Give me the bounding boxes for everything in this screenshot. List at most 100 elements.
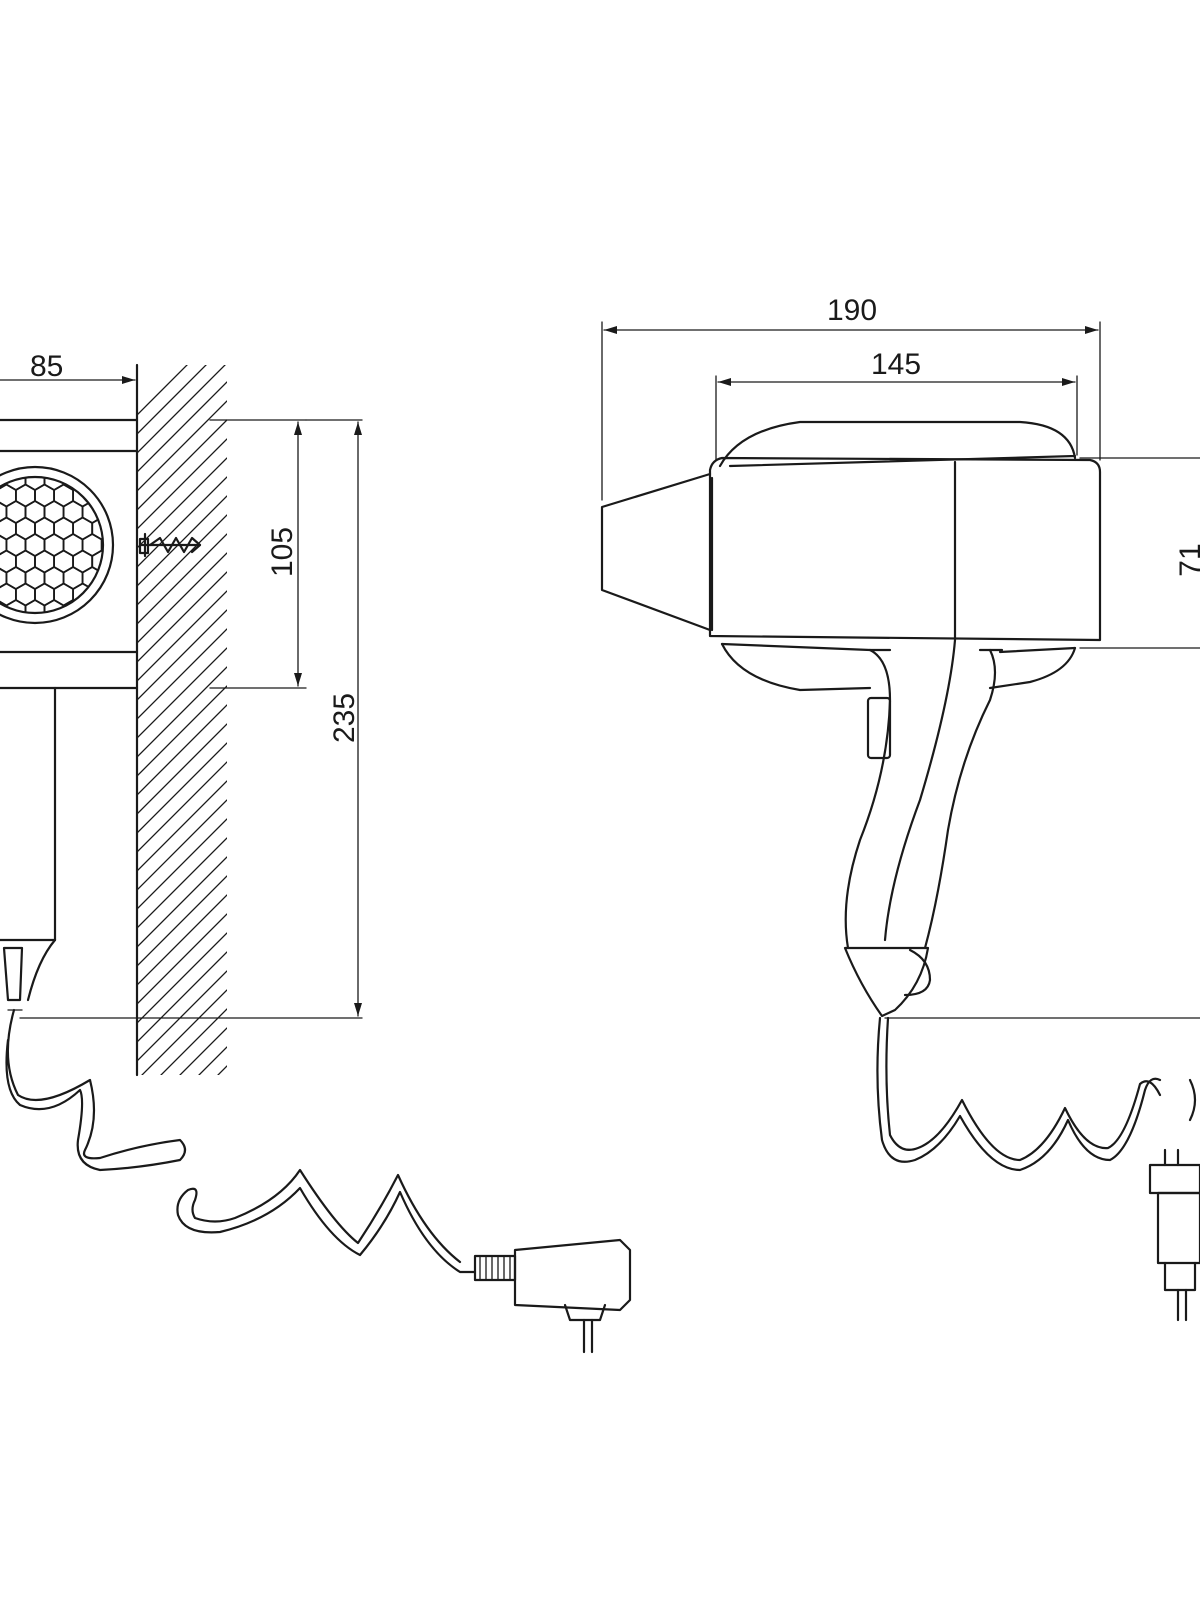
honeycomb-cell — [64, 435, 83, 457]
hatch-line — [137, 476, 227, 568]
hatch-line — [137, 685, 227, 777]
honeycomb-cell — [100, 532, 103, 558]
hatch-line — [137, 400, 227, 492]
honeycomb-cell — [111, 518, 130, 540]
honeycomb-cell — [16, 617, 35, 639]
hatch-line — [137, 590, 227, 682]
honeycomb-cell — [100, 477, 103, 492]
nozzle — [600, 472, 712, 632]
honeycomb-cell — [92, 617, 111, 639]
dryer-housing — [0, 418, 139, 690]
hatch-line — [137, 533, 227, 625]
wall-screw — [138, 532, 202, 558]
honeycomb-cell — [62, 598, 84, 613]
hatch-line — [137, 932, 227, 1024]
honeycomb-cell — [35, 419, 54, 441]
hatch-line — [137, 365, 207, 435]
front-dimensions: 85 105 235 — [0, 350, 363, 1019]
hatch-line — [137, 1104, 227, 1194]
honeycomb-cell — [102, 435, 121, 457]
handle-side — [844, 648, 997, 950]
power-cord-side — [876, 1016, 1162, 1172]
honeycomb-cell — [149, 551, 168, 573]
honeycomb-cell — [26, 435, 45, 457]
hatch-line — [137, 704, 227, 796]
hatch-line — [137, 571, 227, 663]
honeycomb-cell — [73, 419, 92, 441]
honeycomb-cell — [130, 419, 149, 441]
hatch-line — [137, 1085, 227, 1175]
honeycomb-cell — [111, 419, 130, 441]
bottom-dome — [720, 642, 1077, 692]
honeycomb-cell — [111, 452, 130, 474]
honeycomb-cell — [0, 598, 8, 613]
plug-front — [473, 1238, 632, 1354]
honeycomb-cell — [130, 617, 149, 639]
hatch-line — [137, 894, 227, 986]
hatch-line — [137, 742, 227, 834]
honeycomb-cell — [24, 598, 46, 613]
power-cord-front-2 — [176, 1168, 477, 1274]
honeycomb-cell — [168, 518, 187, 540]
honeycomb-cell — [0, 419, 16, 441]
handle-base — [843, 946, 930, 1018]
hatch-line — [137, 951, 227, 1043]
top-dome — [718, 420, 1077, 468]
hatch-line — [137, 419, 227, 511]
honeycomb-cell — [149, 518, 168, 540]
honeycomb-cell — [140, 633, 159, 655]
hatch-line — [137, 970, 227, 1062]
honeycomb-cell — [111, 551, 130, 573]
power-cord-front — [5, 1008, 187, 1172]
honeycomb-cell — [16, 452, 35, 474]
honeycomb-cell — [43, 598, 65, 613]
power-switch — [866, 696, 892, 760]
honeycomb-cell — [0, 435, 6, 457]
hatch-line — [137, 628, 227, 720]
honeycomb-cell — [92, 419, 111, 441]
hatch-line — [137, 799, 227, 891]
honeycomb-cell — [100, 598, 103, 613]
honeycomb-cell — [45, 435, 64, 457]
honeycomb-cell — [35, 452, 54, 474]
hatch-line — [137, 438, 227, 530]
honeycomb-cell — [73, 617, 92, 639]
honeycomb-cell — [16, 419, 35, 441]
hatch-line — [141, 989, 227, 1075]
handle-front — [0, 686, 57, 1011]
hatch-line — [137, 381, 227, 473]
hatch-line — [198, 1046, 227, 1075]
dim-body-height: 105 — [266, 527, 299, 577]
plug-side — [1148, 1163, 1200, 1322]
hatch-line — [137, 365, 188, 416]
honeycomb-cell — [54, 419, 73, 441]
wall-section — [135, 363, 227, 1213]
hatch-line — [137, 875, 227, 967]
honeycomb-cell — [159, 633, 178, 655]
hatch-line — [137, 495, 227, 587]
honeycomb-cell — [6, 435, 25, 457]
dim-total-length: 190 — [827, 294, 877, 327]
hatch-line — [137, 514, 227, 606]
honeycomb-cell — [130, 518, 149, 540]
dim-depth: 85 — [30, 350, 63, 383]
dim-total-height: 235 — [328, 693, 361, 743]
hatch-line — [137, 1123, 227, 1213]
hatch-line — [137, 818, 227, 910]
hatch-line — [137, 780, 227, 872]
hatch-line — [137, 552, 227, 644]
dim-side-height: 71 — [1174, 543, 1200, 576]
honeycomb-cell — [35, 617, 54, 639]
honeycomb-cell — [111, 485, 130, 507]
honeycomb-cell — [111, 584, 130, 606]
honeycomb-cell — [111, 617, 130, 639]
hatch-line — [137, 647, 227, 739]
body-outer — [708, 456, 1102, 642]
hatch-line — [160, 1008, 227, 1075]
hatch-line — [137, 365, 226, 454]
hatch-line — [137, 457, 227, 549]
hatch-line — [137, 666, 227, 758]
hatch-line — [137, 609, 227, 701]
side-dimensions: 190 145 71 — [601, 294, 1200, 1019]
